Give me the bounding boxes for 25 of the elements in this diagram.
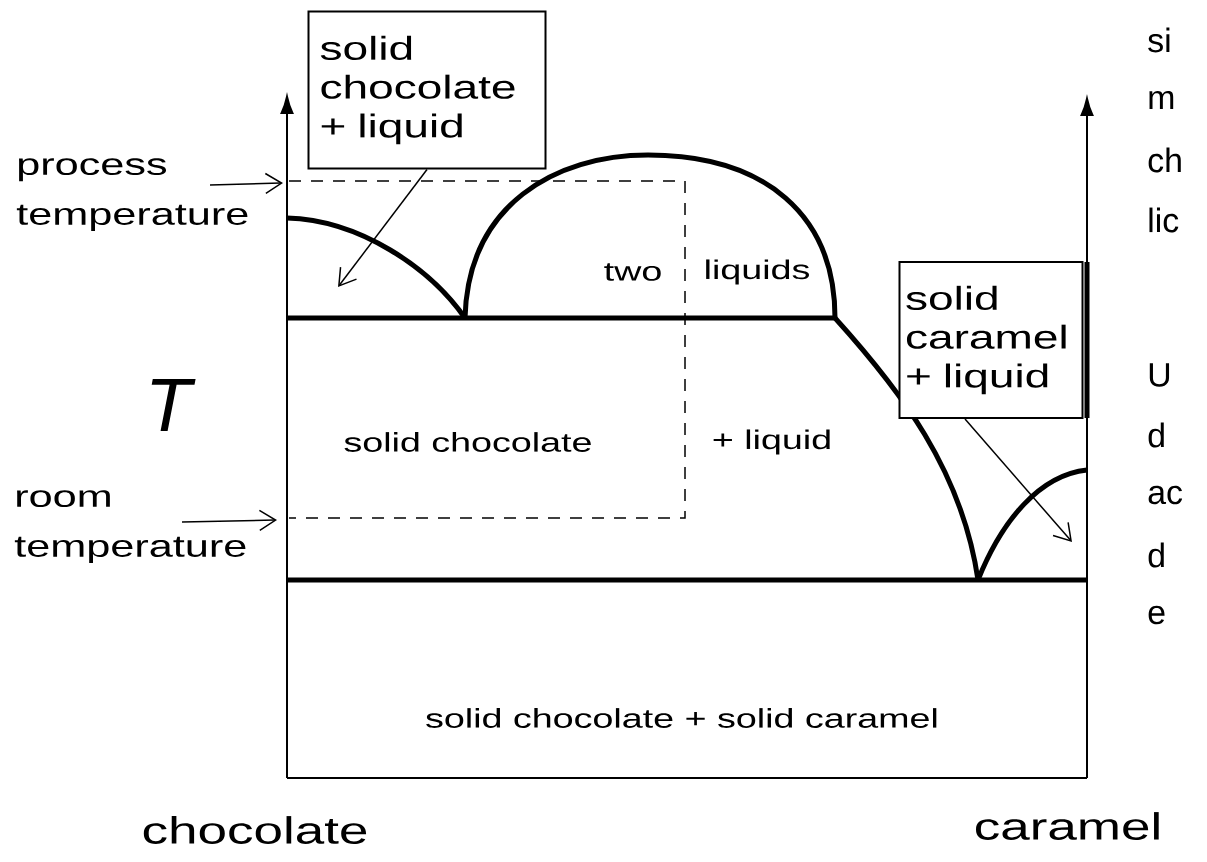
region-label: + liquid: [713, 429, 830, 455]
arrow: [181, 509, 277, 532]
axis-label: caramel: [976, 812, 1159, 840]
region-label: liquids: [706, 259, 809, 285]
arrow: [209, 172, 283, 195]
region-label: solid chocolate + solid caramel: [426, 708, 937, 728]
axis-label: room temperature: [14, 490, 246, 564]
text-fragment: d: [1148, 542, 1164, 568]
text-fragment: m: [1149, 90, 1174, 110]
text-fragment: e: [1148, 605, 1165, 625]
callout-box: solid chocolate + liquid: [307, 10, 547, 170]
region-label: solid chocolate: [344, 432, 591, 452]
text-fragment: d: [1148, 422, 1164, 448]
text-fragment: ac: [1148, 485, 1183, 505]
axis-label: process temperature: [16, 158, 248, 232]
text-fragment: si: [1148, 27, 1170, 53]
callout-box: solid caramel + liquid: [898, 261, 1084, 419]
text-fragment: U: [1149, 363, 1170, 387]
text-fragment: ch: [1148, 147, 1181, 173]
leader-arrow: [338, 168, 428, 287]
region-label: two: [604, 263, 661, 281]
axis-label: chocolate: [143, 816, 367, 844]
leader-arrow: [964, 418, 1072, 542]
text-fragment: lic: [1149, 207, 1179, 233]
axis-title: T: [151, 378, 196, 432]
